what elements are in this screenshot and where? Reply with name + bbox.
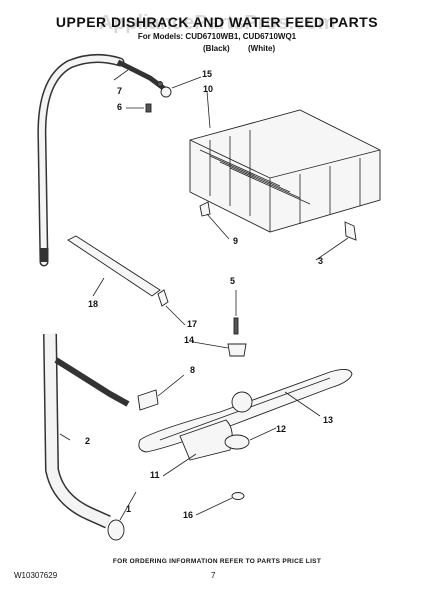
nut-part-16 xyxy=(231,492,245,500)
variant-black: (Black) xyxy=(203,44,230,53)
callout-16: 16 xyxy=(183,510,194,520)
ordering-note: FOR ORDERING INFORMATION REFER TO PARTS … xyxy=(112,558,322,565)
callout-3: 3 xyxy=(318,256,324,266)
screw-part-6 xyxy=(145,103,152,113)
callout-2: 2 xyxy=(85,436,91,446)
callout-15: 15 xyxy=(202,69,213,79)
rail-stop-part-17 xyxy=(157,289,169,307)
callout-8: 8 xyxy=(190,365,196,375)
rack-adjuster-part-3 xyxy=(344,221,357,241)
rack-clip-part-9 xyxy=(199,201,211,217)
callout-6: 6 xyxy=(117,102,123,112)
callout-14: 14 xyxy=(184,335,195,345)
callout-9: 9 xyxy=(233,236,239,246)
document-number: W10307629 xyxy=(14,571,58,580)
bearing-part-12 xyxy=(224,434,250,450)
lower-feed-tube xyxy=(43,333,130,529)
page-number: 7 xyxy=(211,571,216,580)
callout-12: 12 xyxy=(276,424,287,434)
manifold-part-14 xyxy=(227,343,247,357)
arm-manifold-part-11 xyxy=(179,419,233,461)
seal-part-1 xyxy=(107,519,125,541)
variant-white: (White) xyxy=(248,44,276,53)
callout-18: 18 xyxy=(88,299,99,309)
callout-13: 13 xyxy=(323,415,334,425)
upper-dishrack xyxy=(189,109,381,233)
rack-rail-part-18 xyxy=(67,235,161,297)
connector-part-8 xyxy=(137,389,159,411)
page-title: UPPER DISHRACK AND WATER FEED PARTS xyxy=(55,14,379,30)
leader-lines xyxy=(59,69,349,521)
callout-7: 7 xyxy=(117,86,123,96)
callout-17: 17 xyxy=(187,319,198,329)
callout-10: 10 xyxy=(203,84,214,94)
model-numbers: For Models: CUD6710WB1, CUD6710WQ1 xyxy=(137,32,297,41)
water-feed-tube xyxy=(37,54,172,267)
callout-11: 11 xyxy=(150,470,160,480)
callout-1: 1 xyxy=(126,504,132,514)
screw-part-5 xyxy=(233,317,239,335)
callout-5: 5 xyxy=(230,276,236,286)
